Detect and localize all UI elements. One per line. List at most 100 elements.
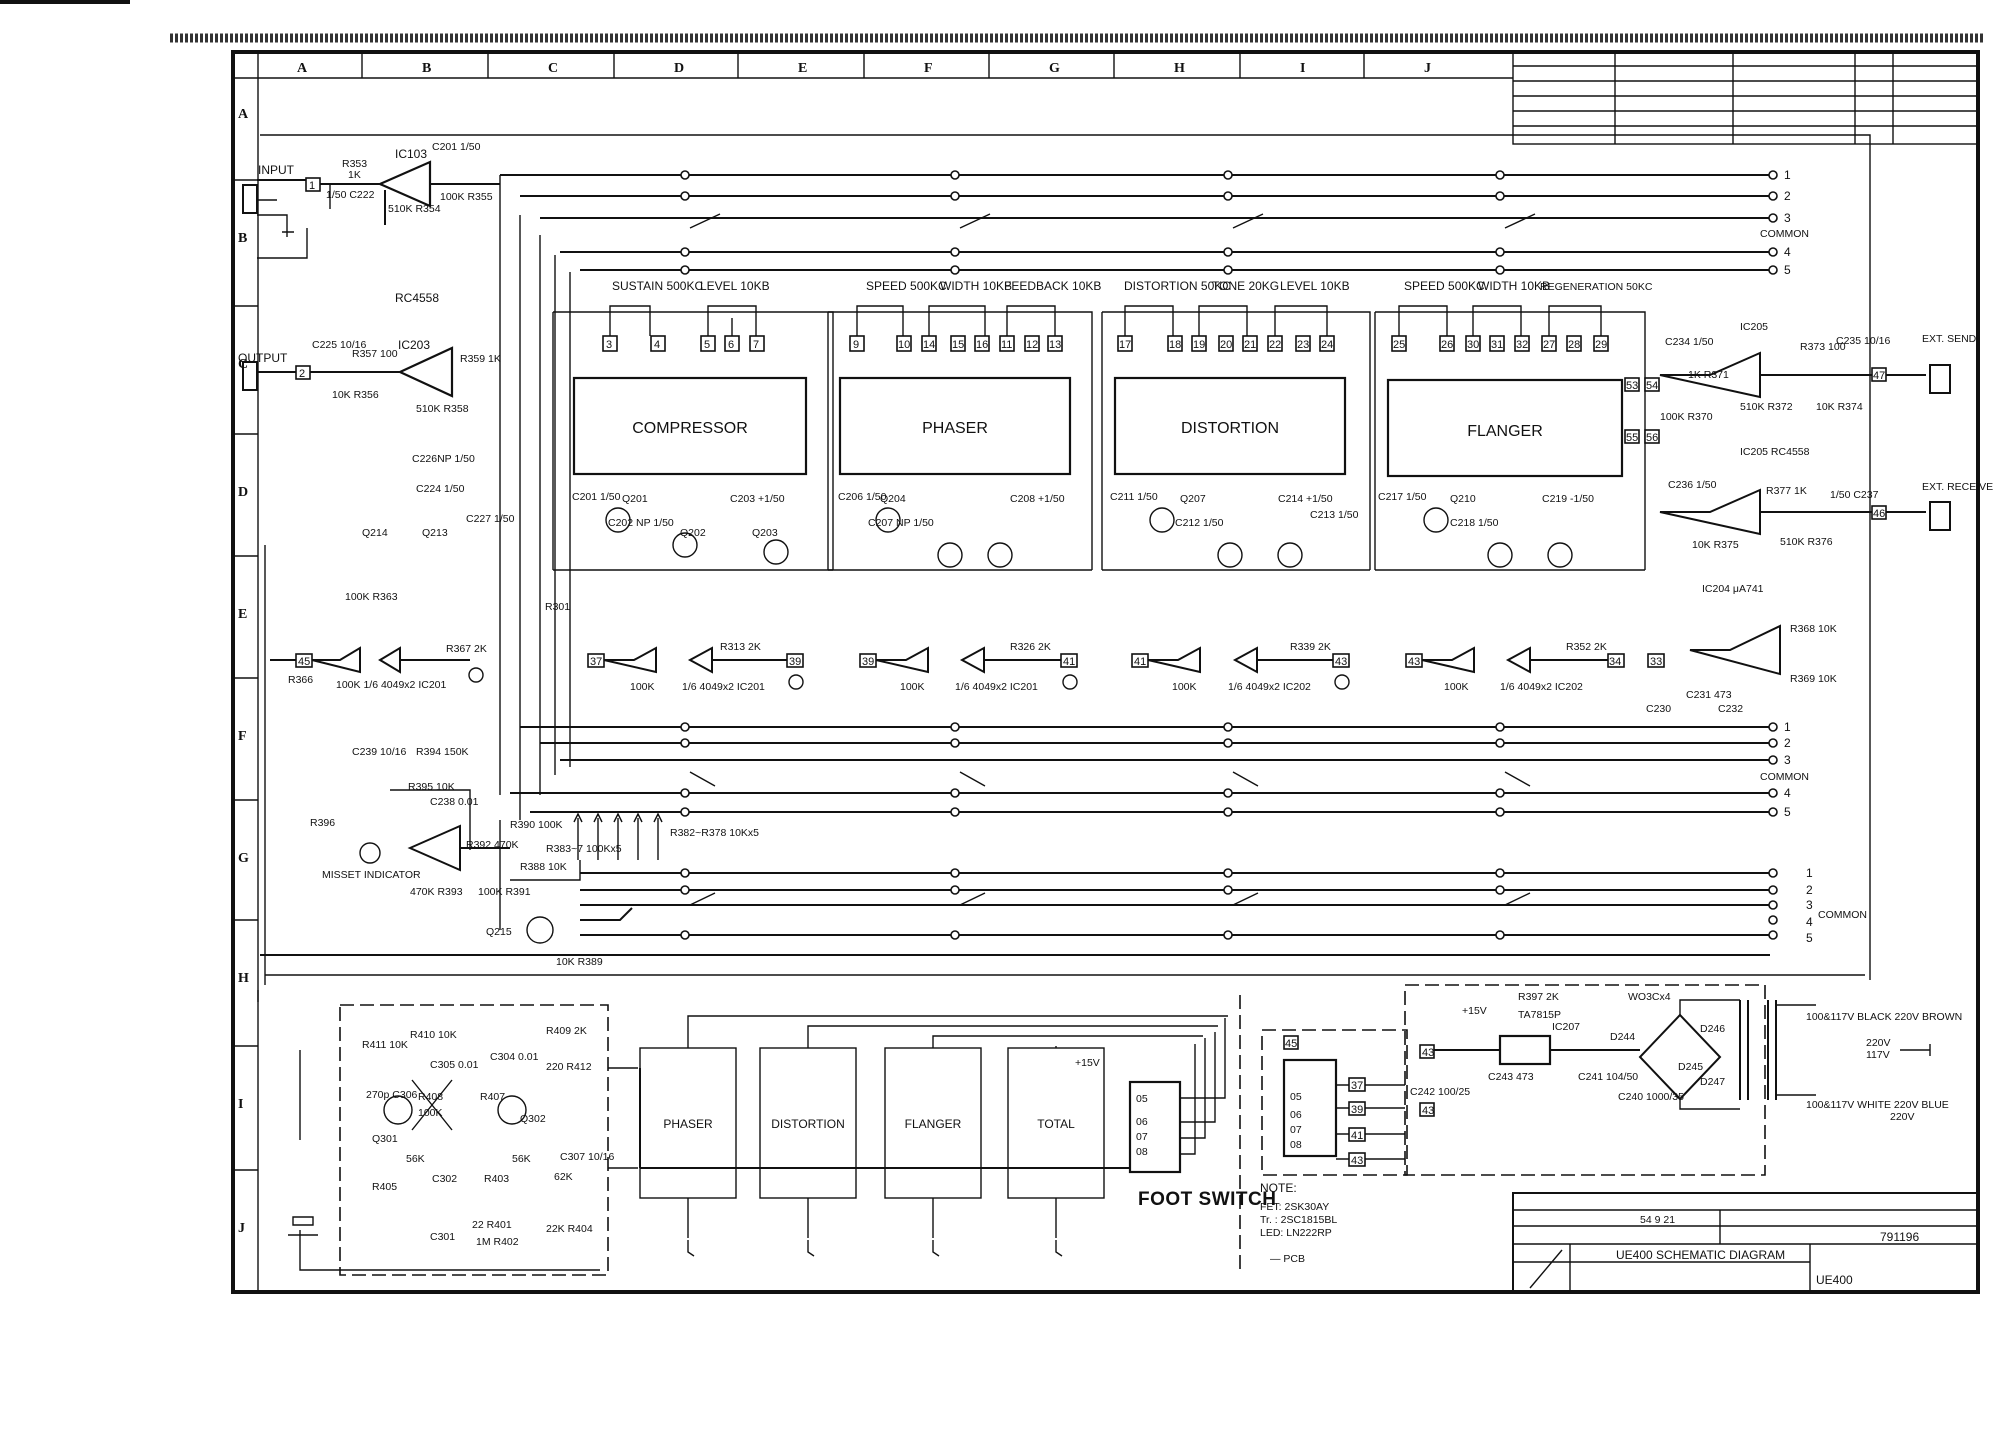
svg-text:791196: 791196 [1880, 1230, 1919, 1244]
svg-text:IC207: IC207 [1552, 1021, 1580, 1033]
svg-text:3: 3 [1784, 211, 1791, 225]
bus-mid-labels: 1 2 3 COMMON 4 5 [1760, 720, 1809, 819]
svg-text:R409 2K: R409 2K [546, 1025, 587, 1037]
svg-text:1K: 1K [348, 169, 361, 181]
svg-text:C206 1/50: C206 1/50 [838, 491, 887, 503]
svg-text:5: 5 [1784, 805, 1791, 819]
svg-text:SPEED 500KC: SPEED 500KC [866, 279, 947, 293]
svg-text:R352 2K: R352 2K [1566, 641, 1607, 653]
svg-text:R392 470K: R392 470K [466, 839, 519, 851]
svg-text:R397 2K: R397 2K [1518, 991, 1559, 1003]
svg-text:13: 13 [1049, 339, 1061, 351]
svg-text:D245: D245 [1678, 1061, 1703, 1073]
footswitch-oscillator: R411 10K R410 10K 270p C306 Q301 C305 0.… [288, 1004, 638, 1276]
svg-text:100K R355: 100K R355 [440, 191, 493, 203]
grid-row-G: G [238, 851, 249, 866]
svg-text:6: 6 [728, 339, 734, 351]
svg-text:C238 0.01: C238 0.01 [430, 796, 479, 808]
svg-text:11: 11 [1001, 339, 1012, 351]
svg-text:C208 +1/50: C208 +1/50 [1010, 493, 1065, 505]
svg-text:— PCB: — PCB [1270, 1253, 1305, 1265]
svg-text:D244: D244 [1610, 1031, 1635, 1043]
svg-text:+15V: +15V [1075, 1057, 1100, 1069]
svg-text:30: 30 [1467, 339, 1479, 351]
bus-mid [510, 726, 1770, 813]
svg-text:C242 100/25: C242 100/25 [1410, 1086, 1470, 1098]
svg-text:C232: C232 [1718, 703, 1743, 715]
svg-text:REGENERATION 50KC: REGENERATION 50KC [1540, 281, 1653, 293]
svg-text:4: 4 [1784, 245, 1791, 259]
flanger-module: SPEED 500KC WIDTH 10KB REGENERATION 50KC… [1374, 279, 1660, 693]
svg-text:54 9 21: 54 9 21 [1640, 1214, 1675, 1226]
svg-text:9: 9 [853, 339, 859, 351]
svg-text:C302: C302 [432, 1173, 457, 1185]
svg-text:NOTE:: NOTE: [1260, 1181, 1297, 1195]
svg-text:R388 10K: R388 10K [520, 861, 567, 873]
bus-tap-dots [680, 170, 1536, 940]
grid-column-A: A [297, 61, 308, 76]
svg-text:100K R370: 100K R370 [1660, 411, 1713, 423]
svg-text:C241 104/50: C241 104/50 [1578, 1071, 1638, 1083]
svg-text:1: 1 [1806, 866, 1813, 880]
svg-text:Q202: Q202 [680, 527, 706, 539]
svg-text:Tr. : 2SC1815BL: Tr. : 2SC1815BL [1260, 1214, 1337, 1226]
output-stage: OUTPUT 2 C225 10/16 R357 100 IC203 R359 … [238, 338, 515, 691]
phaser-title: PHASER [922, 420, 988, 437]
svg-text:22: 22 [1269, 339, 1281, 351]
svg-text:100K: 100K [630, 681, 655, 693]
svg-text:2: 2 [299, 368, 305, 380]
svg-text:470K R393: 470K R393 [410, 886, 463, 898]
grid-column-G: G [1049, 61, 1060, 76]
svg-text:LED: LN222RP: LED: LN222RP [1260, 1227, 1332, 1239]
svg-text:53: 53 [1626, 380, 1638, 392]
svg-text:Q203: Q203 [752, 527, 778, 539]
bus-low-labels: 1 2 3 COMMON 4 5 [1768, 866, 1867, 945]
svg-text:100K: 100K [1444, 681, 1469, 693]
svg-text:D246: D246 [1700, 1023, 1725, 1035]
svg-text:100K: 100K [900, 681, 925, 693]
svg-text:220V: 220V [1866, 1037, 1891, 1049]
svg-text:COMMON: COMMON [1760, 771, 1809, 783]
svg-text:IC203: IC203 [398, 338, 430, 352]
svg-text:06: 06 [1290, 1109, 1302, 1121]
svg-text:IC204 μA741: IC204 μA741 [1702, 583, 1764, 595]
svg-text:43: 43 [1408, 656, 1420, 668]
svg-text:C207 NP 1/50: C207 NP 1/50 [868, 517, 934, 529]
grid-column-J: J [1424, 61, 1431, 76]
svg-text:R373 100: R373 100 [1800, 341, 1846, 353]
grid-column-C: C [548, 61, 558, 76]
svg-text:Q301: Q301 [372, 1133, 398, 1145]
svg-text:C231 473: C231 473 [1686, 689, 1732, 701]
svg-text:IC205: IC205 [1740, 321, 1768, 333]
svg-text:1/50 C237: 1/50 C237 [1830, 489, 1879, 501]
svg-text:R407: R407 [480, 1091, 505, 1103]
svg-text:46: 46 [1873, 508, 1885, 520]
svg-text:22K R404: 22K R404 [546, 1223, 593, 1235]
svg-text:2: 2 [1784, 736, 1791, 750]
bus-low [260, 872, 1770, 956]
input-stage: INPUT 1 R353 1K 1/50 C222 IC103 C201 1/5… [242, 141, 500, 305]
svg-text:1: 1 [1784, 720, 1791, 734]
svg-text:56K: 56K [512, 1153, 531, 1165]
svg-text:3: 3 [606, 339, 612, 351]
svg-text:IC103: IC103 [395, 147, 427, 161]
svg-text:39: 39 [862, 656, 874, 668]
svg-text:08: 08 [1290, 1139, 1302, 1151]
bus-risers [499, 175, 571, 820]
svg-text:2: 2 [1784, 189, 1791, 203]
svg-text:100&117V WHITE 220V BLUE: 100&117V WHITE 220V BLUE [1806, 1099, 1949, 1111]
svg-text:45: 45 [1285, 1038, 1297, 1050]
svg-text:R366: R366 [288, 674, 313, 686]
svg-text:10K R356: 10K R356 [332, 389, 379, 401]
svg-text:R383~7 100Kx5: R383~7 100Kx5 [546, 843, 622, 855]
svg-text:R353: R353 [342, 158, 367, 170]
grid-column-I: I [1300, 61, 1305, 76]
foot-switch-title: FOOT SWITCH [1138, 1189, 1276, 1210]
svg-text:100K 1/6 4049x2 IC201: 100K 1/6 4049x2 IC201 [336, 679, 446, 691]
svg-text:PHASER: PHASER [663, 1117, 713, 1131]
svg-text:41: 41 [1134, 656, 1146, 668]
svg-text:14: 14 [923, 339, 935, 351]
svg-text:32: 32 [1516, 339, 1528, 351]
